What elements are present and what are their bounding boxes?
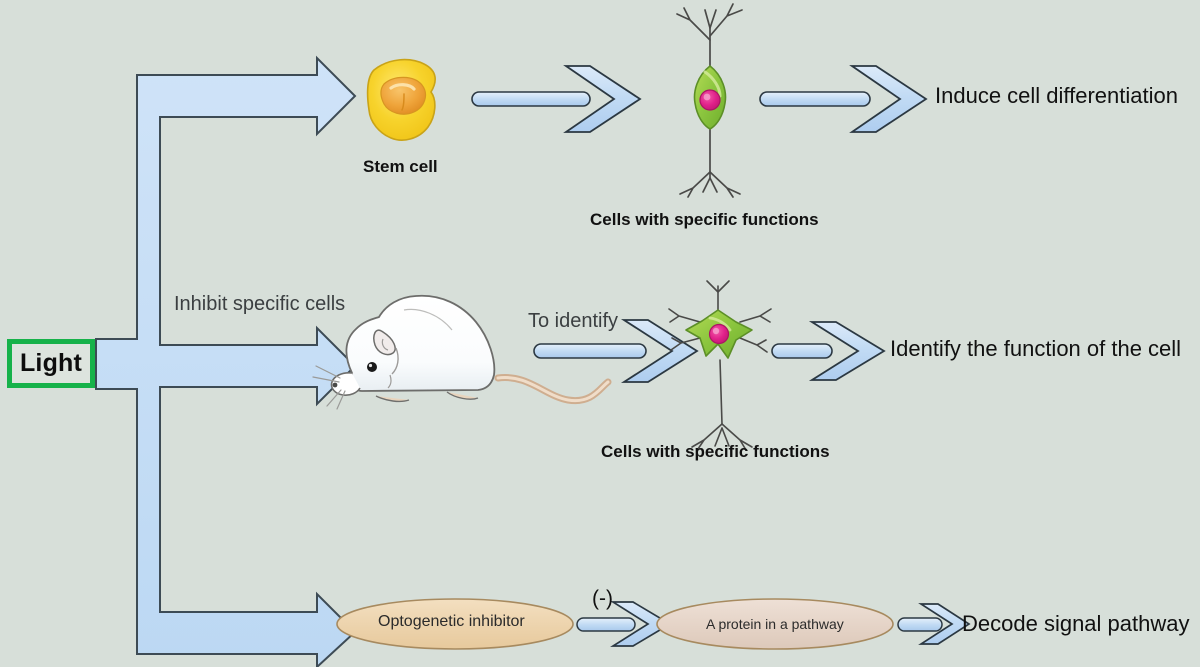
light-source-node[interactable]: Light [7,339,95,388]
chevron-arrow-icon [533,319,699,383]
chevron-arrow-icon [576,601,672,647]
stem-cell-label: Stem cell [363,157,438,176]
chevron-arrow-icon [759,65,928,133]
light-source-label: Light [19,349,83,377]
protein-in-pathway-label: A protein in a pathway [706,616,844,632]
branch-arrow-shape [95,55,357,667]
multipolar-neuron-icon [668,280,772,451]
cells-specific-functions-label-top: Cells with specific functions [590,210,819,229]
chevron-arrow-icon [771,321,886,381]
ellipse-node-icon [656,598,894,650]
stem-cell-icon [366,58,436,141]
chevron-arrow-icon [897,603,971,645]
bipolar-neuron-icon [676,3,743,198]
outcome-identify-function: Identify the function of the cell [890,336,1182,361]
step-label-inhibition-sign: (-) [592,587,613,610]
cells-specific-functions-label-middle: Cells with specific functions [601,442,830,461]
step-label-to-identify: To identify [528,310,619,332]
optogenetic-inhibitor-label: Optogenetic inhibitor [378,613,525,630]
ellipse-node-icon [336,598,574,650]
chevron-arrow-icon [471,65,642,133]
outcome-decode-signal-pathway: Decode signal pathway [962,611,1190,636]
outcome-induce-differentiation: Induce cell differentiation [935,83,1178,108]
branch-label-inhibit-specific-cells: Inhibit specific cells [174,293,346,315]
lab-mouse-icon [312,294,612,410]
